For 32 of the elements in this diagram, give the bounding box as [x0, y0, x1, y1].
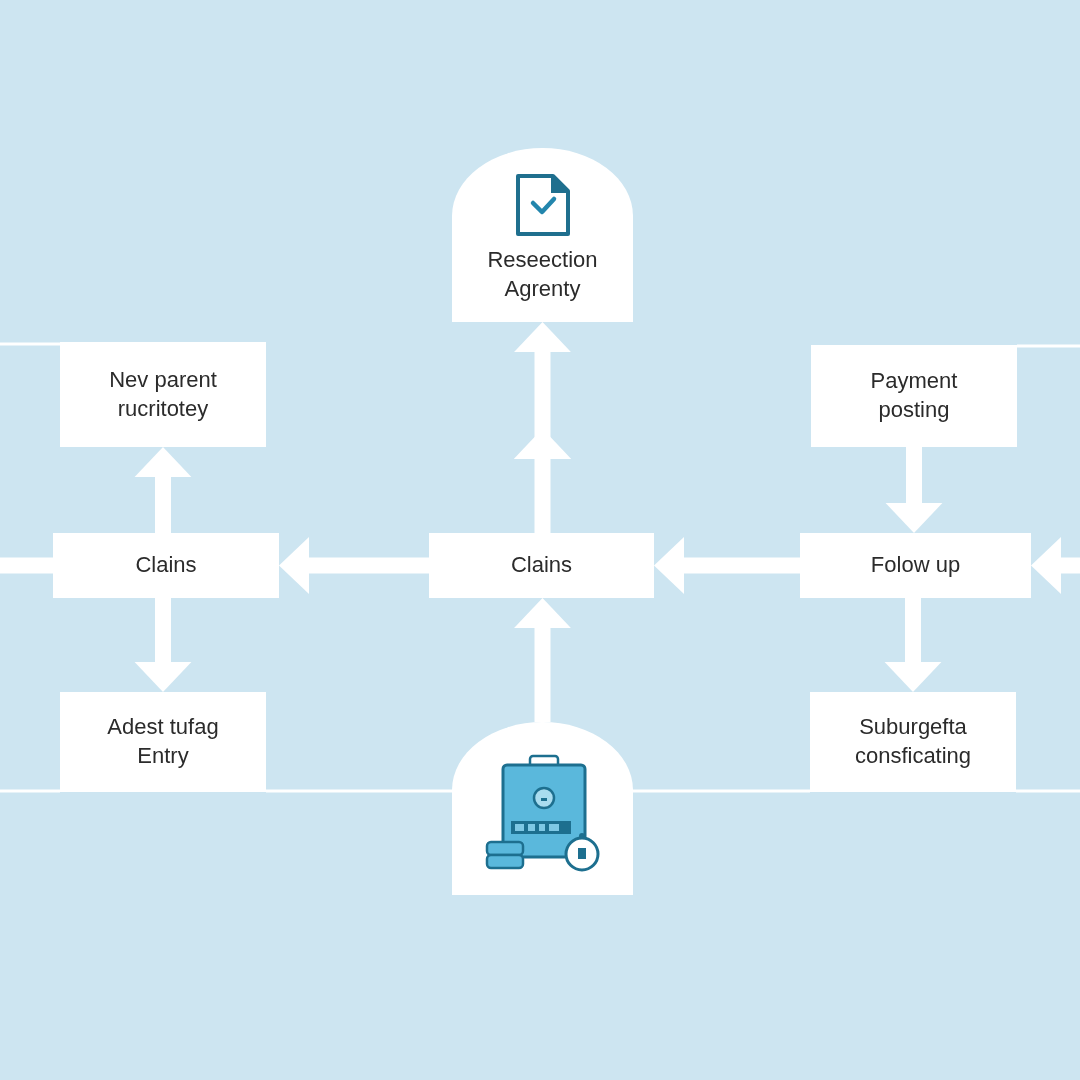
- node-label: Suburgefta consficating: [853, 713, 973, 770]
- node-label: Reseection Agrenty: [486, 246, 599, 303]
- arch-card: [452, 722, 633, 895]
- arrow: [1031, 536, 1080, 595]
- connector-line: [0, 789, 60, 793]
- process-box: [60, 342, 266, 447]
- arrow: [514, 322, 571, 533]
- node-label: Folow up: [870, 551, 961, 580]
- arrow: [134, 447, 192, 533]
- process-box: [60, 692, 266, 792]
- process-box: [811, 345, 1017, 447]
- node-label: Payment posting: [869, 367, 959, 424]
- connector-line: [1016, 789, 1080, 793]
- arrow: [513, 598, 572, 722]
- arch-card: [452, 148, 633, 322]
- process-box: [429, 533, 654, 598]
- arrow: [654, 536, 800, 595]
- arrow: [134, 598, 192, 692]
- connector-line: [633, 789, 810, 793]
- node-label: Clains: [510, 551, 573, 580]
- arrow: [884, 598, 942, 692]
- connector-line: [1017, 344, 1080, 348]
- node-label: Nev parent rucritotey: [108, 365, 218, 423]
- connector-line: [266, 789, 452, 793]
- process-box: [53, 533, 279, 598]
- connector-line: [0, 342, 60, 346]
- process-box: [810, 692, 1016, 792]
- node-label: Adest tufag Entry: [106, 713, 220, 770]
- arrow: [279, 536, 429, 595]
- node-label: Clains: [135, 551, 197, 580]
- process-box: [800, 533, 1031, 598]
- arrow: [885, 447, 943, 533]
